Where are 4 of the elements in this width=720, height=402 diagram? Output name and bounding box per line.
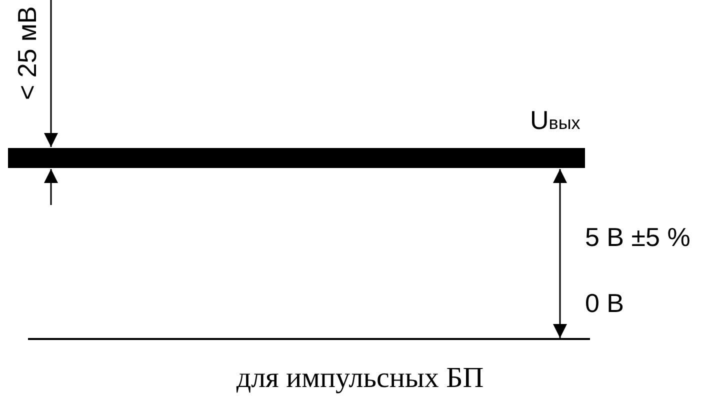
caption: для импульсных БП	[235, 364, 485, 393]
dimension-label: < 25 мВ	[14, 6, 40, 100]
dimension-label: 5 В ±5 %	[585, 224, 690, 250]
dimension-label: 0 В	[585, 290, 624, 316]
